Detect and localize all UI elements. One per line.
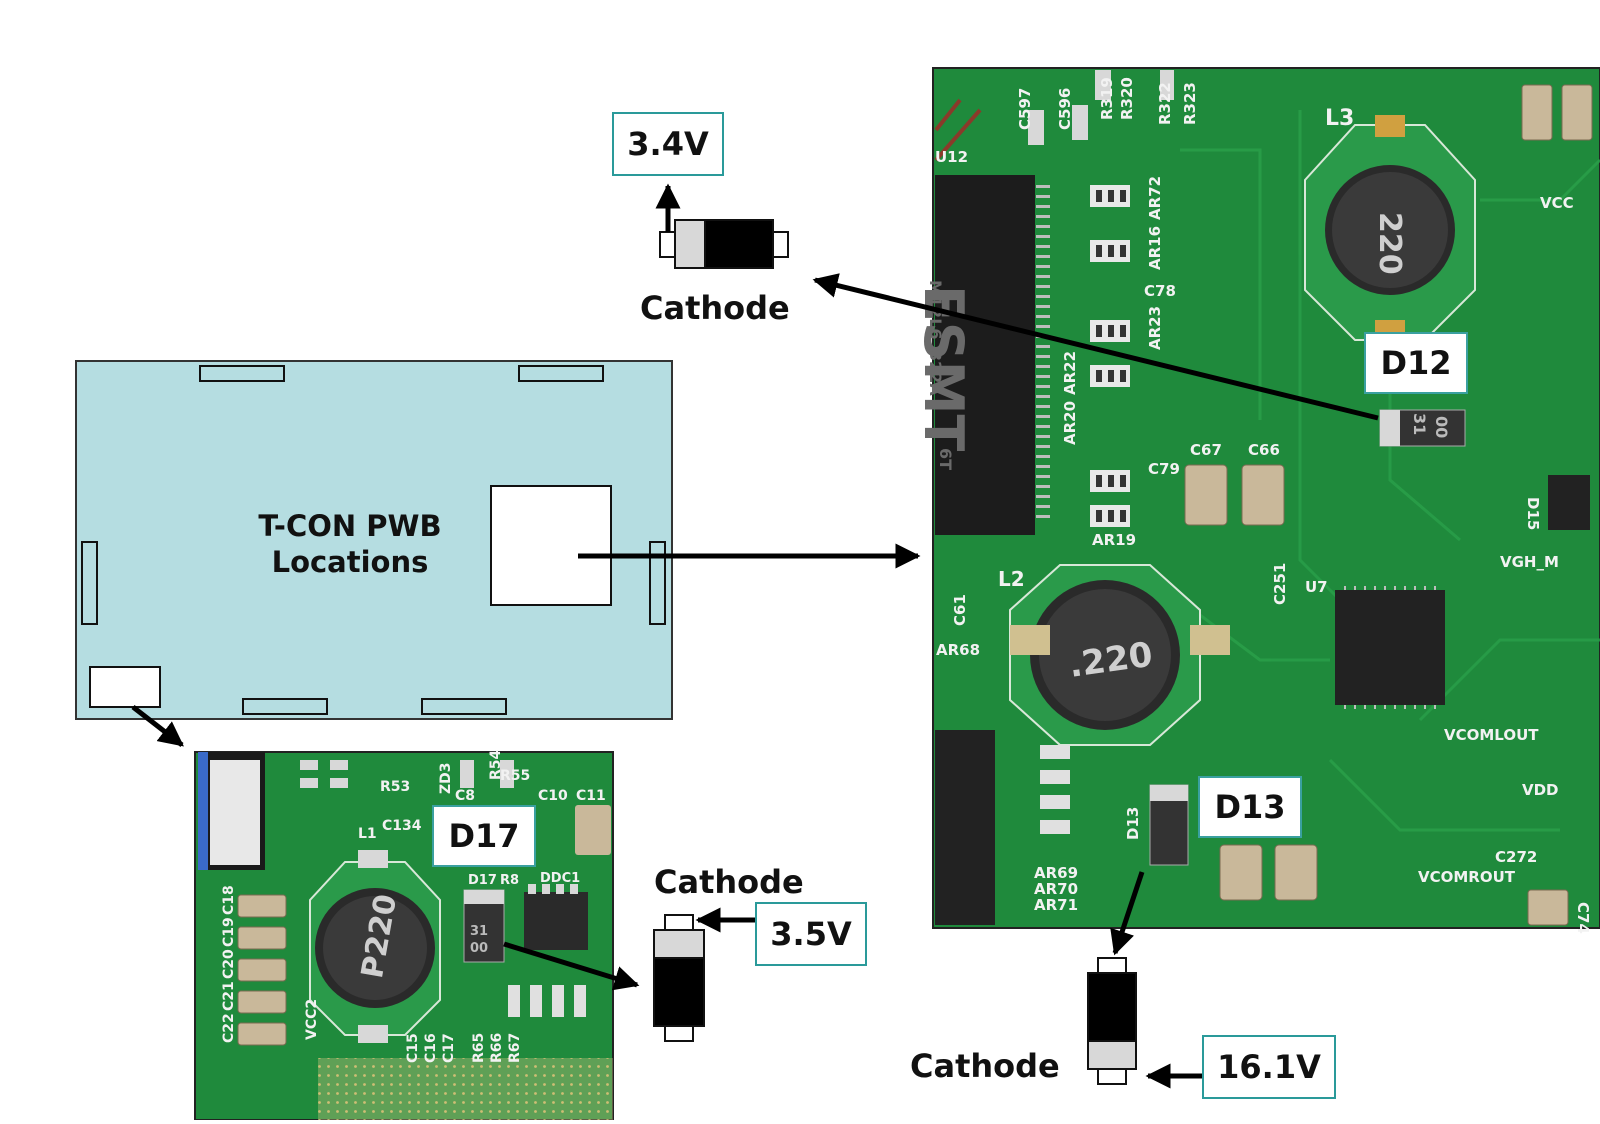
silk-ar69: AR69: [1034, 864, 1078, 882]
silk-c22: C22: [221, 1013, 237, 1043]
arrow-d17-to-symbol: [503, 941, 640, 991]
silk-ar22: AR22: [1061, 351, 1079, 395]
silk-ar20: AR20: [1061, 401, 1079, 445]
silk-322a: 322A: [926, 350, 945, 396]
diode-symbol-d12: [659, 219, 789, 269]
silk-u7: U7: [1305, 578, 1328, 596]
silk-d13: D13: [1124, 807, 1142, 840]
tcon-board-outline: [75, 360, 673, 720]
diode-label-d13: D13: [1198, 776, 1302, 838]
silk-c21: C21: [221, 981, 237, 1011]
silk-vgh-m: VGH_M: [1500, 553, 1559, 571]
inductor-l2: [1009, 564, 1230, 746]
silk-ar16: AR16: [1146, 226, 1164, 270]
diode-label-d12: D12: [1364, 332, 1468, 394]
location-box-top-right: [490, 485, 612, 606]
silk-c19: C19: [221, 917, 237, 947]
silk-L3: L3: [1325, 106, 1354, 131]
silk-r322: R322: [1156, 82, 1174, 125]
silk-ar19: AR19: [1092, 531, 1136, 549]
inductor-l1: [309, 850, 441, 1043]
silk-ar23: AR23: [1146, 306, 1164, 350]
silk-ar70: AR70: [1034, 880, 1078, 898]
silk-d15: D15: [1524, 497, 1542, 530]
silk-c79: C79: [1148, 460, 1180, 478]
silk-c11: C11: [576, 788, 606, 804]
silk-c10: C10: [538, 788, 568, 804]
silk-6t: 6T: [936, 448, 955, 470]
voltage-label-d13: 16.1V: [1202, 1035, 1336, 1099]
silk-r53: R53: [380, 779, 410, 795]
arrow-d12-to-symbol: [812, 273, 1379, 421]
silk-c78: C78: [1144, 282, 1176, 300]
silk-c134: C134: [382, 818, 422, 834]
location-box-bottom-left: [89, 666, 161, 708]
silk-l2: L2: [998, 567, 1025, 591]
pcb-photo-bottom-left: R53 ZD3 C8 R54 R55 C10 C11 L1 C134 D17 R…: [194, 749, 614, 1121]
silk-r8: R8: [500, 873, 519, 888]
silk-c74: C74: [1574, 902, 1592, 934]
silk-c251: C251: [1271, 563, 1289, 605]
silk-r54: R54: [488, 749, 504, 780]
silk-c18: C18: [221, 885, 237, 915]
silk-r323: R323: [1181, 82, 1199, 125]
silk-l1: L1: [358, 826, 377, 842]
silk-c66: C66: [1248, 441, 1280, 459]
esmt-chip: [935, 175, 1035, 535]
cathode-label-d13: Cathode: [910, 1047, 1060, 1085]
silk-ddc1: DDC1: [540, 871, 580, 886]
silk-vdd: VDD: [1522, 781, 1559, 799]
voltage-label-d12: 3.4V: [612, 112, 724, 176]
silk-r66: R66: [489, 1033, 505, 1063]
silk-r320: R320: [1118, 77, 1136, 120]
diode-label-d17: D17: [432, 805, 536, 867]
voltage-label-d17: 3.5V: [755, 902, 867, 966]
diode-symbol-d13: [1087, 957, 1137, 1085]
silk-c596: C596: [1056, 88, 1074, 130]
silk-c272: C272: [1495, 848, 1537, 866]
silk-r65: R65: [471, 1033, 487, 1063]
silk-c61: C61: [951, 594, 969, 626]
silk-zd3: ZD3: [438, 762, 454, 794]
silk-c67: C67: [1190, 441, 1222, 459]
diode-symbol-d17: [653, 914, 705, 1042]
silk-c16: C16: [423, 1033, 439, 1063]
silk-r67: R67: [507, 1033, 523, 1063]
silk-d17-00: 00: [470, 941, 488, 956]
silk-ar72: AR72: [1146, 176, 1164, 220]
silk-vcc: VCC: [1540, 194, 1574, 212]
silk-ar71: AR71: [1034, 896, 1078, 914]
silk-c17: C17: [441, 1033, 457, 1063]
arrow-d13-to-symbol: [1110, 871, 1145, 956]
arrow-board-to-bottom-photo: [131, 705, 184, 747]
cathode-label-d17: Cathode: [654, 863, 804, 901]
u7-chip: [1335, 590, 1445, 705]
silk-vcomrout: VCOMROUT: [1418, 868, 1516, 886]
silk-r55: R55: [500, 768, 530, 784]
cathode-label-d12: Cathode: [640, 289, 790, 327]
silk-c597: C597: [1016, 88, 1034, 130]
silk-r319: R319: [1098, 77, 1116, 120]
silk-c15: C15: [405, 1033, 421, 1063]
silk-220: 220: [1372, 212, 1407, 275]
silk-c8: C8: [455, 788, 475, 804]
silk-c20: C20: [221, 949, 237, 979]
board-title-line2: Locations: [271, 545, 429, 580]
silk-d17-31: 31: [470, 924, 488, 939]
board-title-line1: T-CON PWB: [258, 509, 442, 543]
inductor-l3: [1304, 115, 1476, 342]
silk-d17: D17: [468, 873, 497, 888]
silk-u12: U12: [935, 148, 968, 166]
board-title: T-CON PWB Locations: [220, 508, 480, 581]
silk-vcc2: VCC2: [304, 999, 320, 1040]
silk-ar68: AR68: [936, 641, 980, 659]
silk-vcomlout: VCOMLOUT: [1444, 726, 1539, 744]
silk-d12-31: 31: [1410, 413, 1429, 435]
silk-d12-00: 00: [1432, 416, 1451, 438]
pcb-photo-top-right: L3 220 ESMT M12L6 322A 6T U12 C597 C596 …: [912, 67, 1600, 934]
